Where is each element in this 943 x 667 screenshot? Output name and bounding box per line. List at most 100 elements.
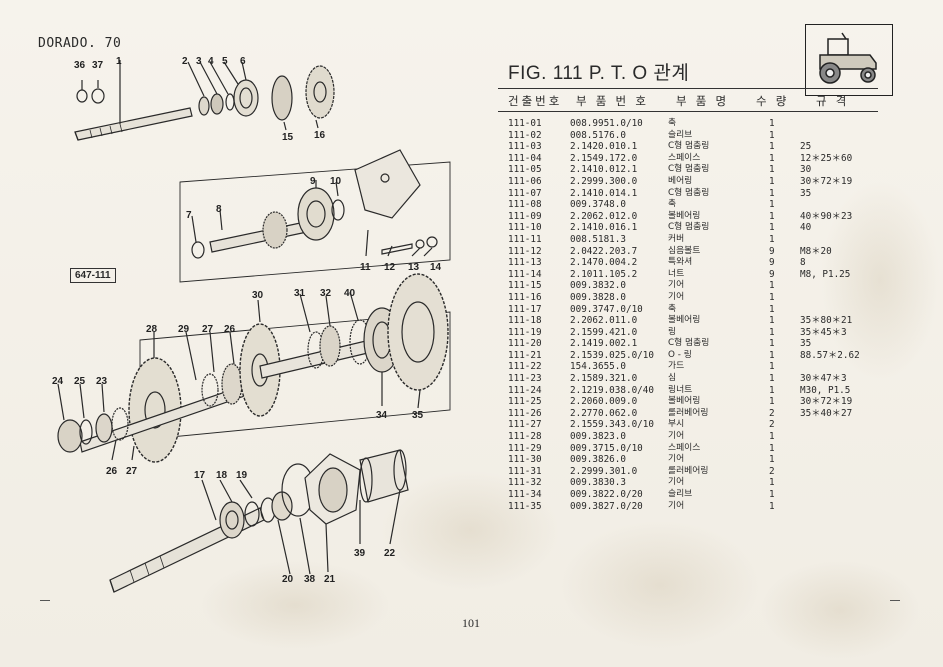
header-specification: 규 격 [816,96,850,108]
cell-part-name: 가드 [668,361,685,372]
cell-part-name: 기어 [668,477,685,488]
cell-part-number: 2.1539.025.0/10 [570,349,654,361]
callout-30: 30 [252,290,264,301]
cell-quantity: 1 [769,454,775,466]
cell-quantity: 1 [769,477,775,489]
cell-quantity: 9 [769,257,775,269]
cell-part-name: 기어 [668,454,685,465]
cell-ref-number: 111-21 [508,349,542,361]
callout-29: 29 [178,324,190,335]
cell-part-name: 링 [668,326,677,337]
cell-quantity: 1 [769,303,775,315]
paper-stain [200,560,390,650]
callout-16: 16 [314,130,326,141]
cell-quantity: 1 [769,118,775,129]
callout-39: 39 [354,548,366,559]
cell-part-number: 2.1410.016.1 [570,222,638,234]
header-ref-number: 건출번호 [508,96,563,108]
callout-28: 28 [146,324,158,335]
cell-part-number: 2.1219.038.0/40 [570,384,654,396]
cell-part-number: 2.2999.300.0 [570,175,638,187]
cell-part-name: 축 [668,118,677,128]
header-part-number: 부 품 번 호 [576,96,649,108]
callout-32: 32 [320,288,332,299]
cell-quantity: 1 [769,500,775,512]
paper-stain [760,560,920,660]
cell-specification: 12＊25＊60 [800,152,853,164]
cell-part-number: 2.1559.343.0/10 [570,419,654,431]
cell-part-number: 008.5181.3 [570,233,626,245]
paper-stain [820,180,940,380]
cell-specification: 40＊90＊23 [800,210,853,222]
paper-stain [380,470,560,590]
crop-mark [40,600,50,601]
cell-quantity: 1 [769,361,775,373]
cell-ref-number: 111-12 [508,245,542,257]
cell-part-number: 008.5176.0 [570,129,626,141]
cell-quantity: 1 [769,164,775,176]
cell-specification: 35＊80＊21 [800,315,853,327]
cell-part-name: O - 링 [668,349,692,360]
tractor-icon [805,24,893,96]
cell-ref-number: 111-25 [508,396,542,408]
cell-specification: 35＊40＊27 [800,407,853,419]
cell-part-number: 2.0422.203.7 [570,245,638,257]
reference-code-box: 647-111 [70,268,116,283]
cell-ref-number: 111-04 [508,152,542,164]
cell-specification: 30＊72＊19 [800,396,853,408]
cell-ref-number: 111-15 [508,280,542,292]
cell-part-name: 스페이스 [668,442,701,453]
cell-ref-number: 111-22 [508,361,542,373]
cell-part-number: 009.3828.0 [570,291,626,303]
model-name: DORADO. 70 [38,36,122,51]
callout-14: 14 [430,262,442,273]
cell-quantity: 1 [769,315,775,327]
cell-ref-number: 111-03 [508,141,542,153]
cell-part-name: 너트 [668,268,685,279]
cell-part-name: C형 멈춤링 [668,187,710,198]
cell-specification: 30＊47＊3 [800,373,847,385]
paper-stain [560,520,760,650]
cell-ref-number: 111-18 [508,315,542,327]
cell-part-name: 축 [668,303,677,314]
cell-ref-number: 111-29 [508,442,542,454]
callout-34: 34 [376,410,388,421]
cell-ref-number: 111-32 [508,477,542,489]
cell-part-number: 2.1420.010.1 [570,141,638,153]
cell-ref-number: 111-16 [508,291,542,303]
cell-ref-number: 111-06 [508,175,542,187]
cell-quantity: 1 [769,326,775,338]
cell-quantity: 1 [769,141,775,153]
cell-part-name: 롤러베어링 [668,465,709,476]
callout-36: 36 [74,60,86,71]
cell-part-number: 009.3715.0/10 [570,442,643,454]
header-part-name: 부 품 명 [676,96,730,108]
cell-quantity: 1 [769,442,775,454]
page-number: 101 [462,616,480,630]
cell-part-name: 스페이스 [668,152,701,163]
callout-37: 37 [92,60,104,71]
cell-part-name: 베어링 [668,175,693,186]
cell-ref-number: 111-27 [508,419,542,431]
callout-31: 31 [294,288,306,299]
cell-part-name: 볼베어링 [668,315,701,326]
cell-part-name: 슬리브 [668,489,693,499]
callout-5: 5 [222,56,228,67]
cell-specification: 35 [800,187,812,199]
callout-27-lower: 27 [126,466,138,477]
